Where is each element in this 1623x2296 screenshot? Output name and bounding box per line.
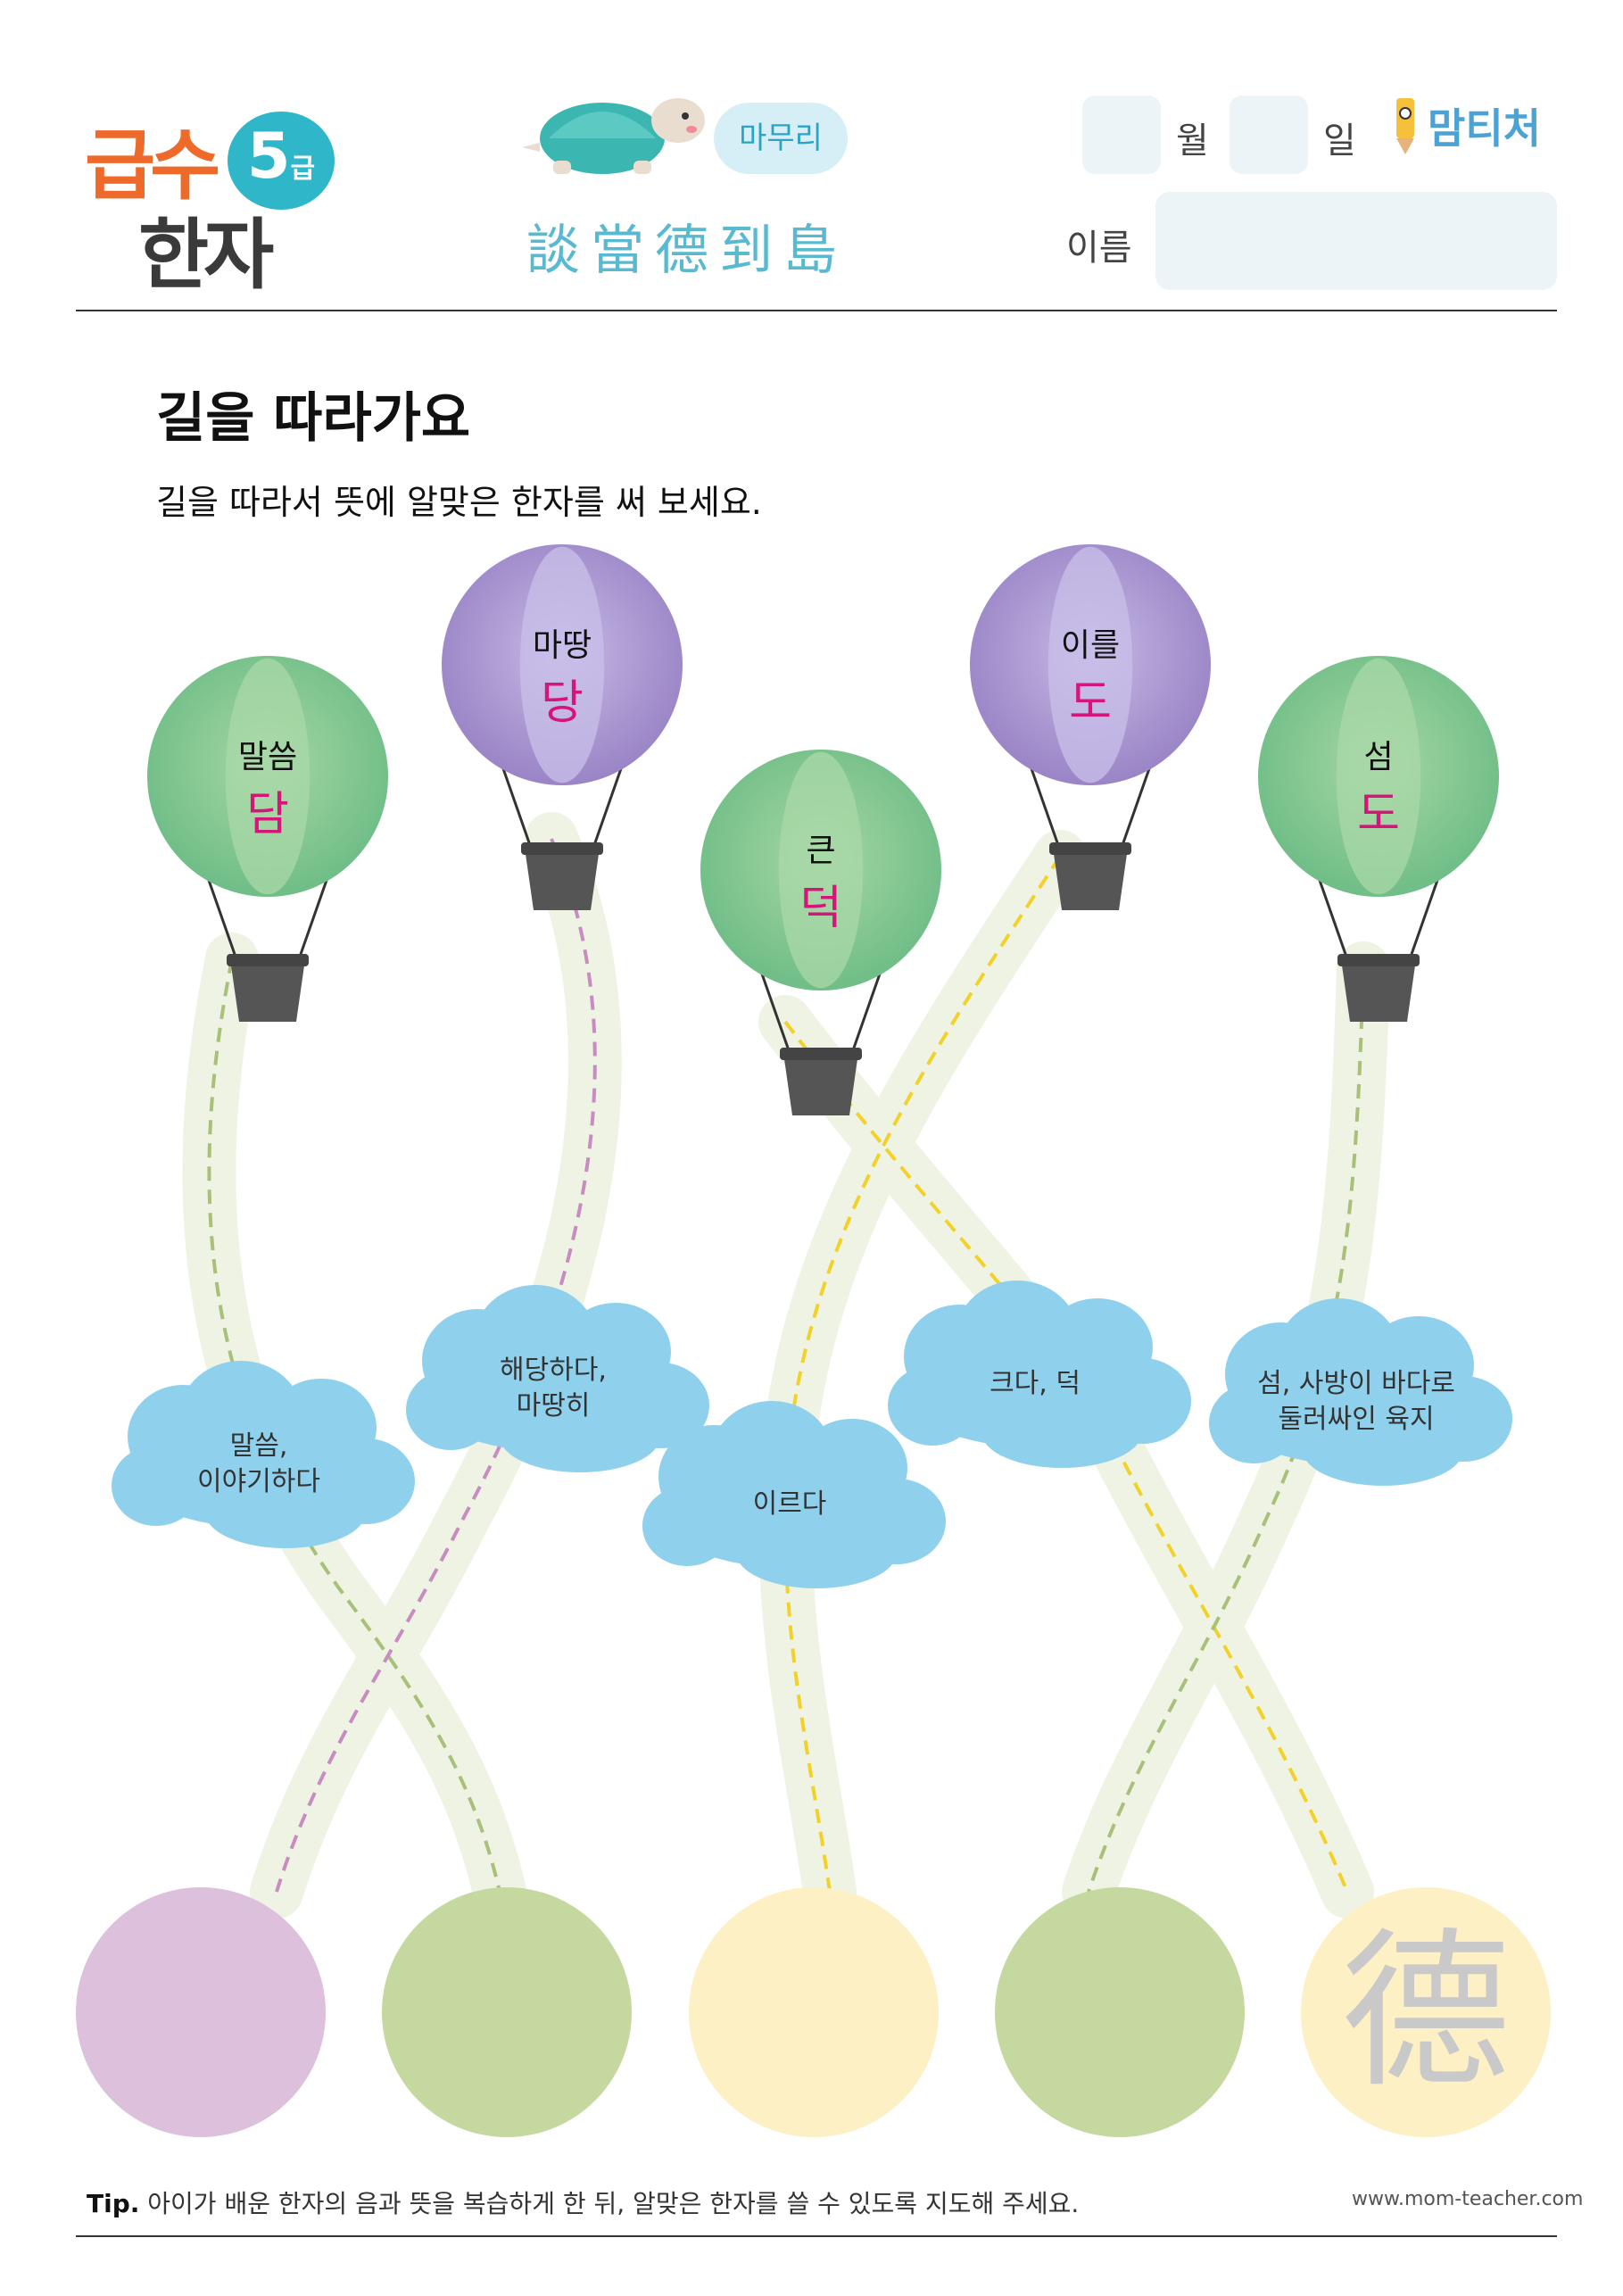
meaning-cloud-3: 이르다 bbox=[642, 1401, 946, 1588]
road-group bbox=[182, 812, 1390, 1919]
tip-label: Tip. bbox=[87, 2189, 140, 2218]
name-input[interactable] bbox=[1155, 192, 1557, 290]
balloon-sound-1: 담 bbox=[246, 788, 289, 841]
pencil-icon bbox=[1396, 98, 1414, 154]
dashed-line-2 bbox=[275, 838, 597, 1893]
balloon-sound-5: 도 bbox=[1357, 788, 1400, 841]
cloud-text-4-1: 크다, 덕 bbox=[990, 1368, 1081, 1399]
answer-hint-glyph: 德 bbox=[1341, 1913, 1511, 2110]
header-divider bbox=[76, 310, 1557, 311]
turtle-icon bbox=[522, 98, 705, 174]
balloon-1: 말씀담 bbox=[147, 656, 388, 1022]
level-number: 5 bbox=[246, 120, 291, 193]
tip-text: Tip. 아이가 배운 한자의 음과 뜻을 복습하게 한 뒤, 알맞은 한자를 … bbox=[87, 2184, 1079, 2220]
cloud-text-1-1: 말씀, bbox=[230, 1430, 288, 1462]
cloud-text-2-1: 해당하다, bbox=[500, 1355, 607, 1386]
cloud-text-2-2: 마땅히 bbox=[517, 1390, 591, 1422]
balloon-5: 섬도 bbox=[1258, 656, 1499, 1022]
balloon-sound-2: 당 bbox=[541, 676, 584, 730]
name-label: 이름 bbox=[1066, 228, 1132, 269]
meaning-cloud-2: 해당하다, 마땅히 bbox=[406, 1285, 709, 1472]
page-instructions: 길을 따라서 뜻에 알맞은 한자를 써 보세요. bbox=[156, 483, 762, 522]
month-label: 월 bbox=[1176, 120, 1209, 162]
logo: 급수 한자 5급 bbox=[85, 103, 352, 308]
level-suffix: 급 bbox=[290, 153, 316, 185]
day-label: 일 bbox=[1323, 120, 1356, 162]
cloud-text-5-1: 섬, 사방이 바다로 bbox=[1257, 1368, 1455, 1399]
basket-3 bbox=[783, 1053, 858, 1115]
balloon-2: 마땅당 bbox=[442, 544, 683, 910]
balloon-meaning-1: 말씀 bbox=[238, 739, 297, 775]
cloud-text-1-2: 이야기하다 bbox=[197, 1466, 320, 1497]
hanja-title: 談當德到島 bbox=[526, 220, 848, 282]
dashed-line-5 bbox=[1087, 967, 1365, 1893]
answer-circle-5[interactable]: 德 bbox=[1301, 1887, 1551, 2137]
site-url: www.mom-teacher.com bbox=[1352, 2188, 1584, 2210]
tip-body: 아이가 배운 한자의 음과 뜻을 복습하게 한 뒤, 알맞은 한자를 쓸 수 있… bbox=[139, 2189, 1080, 2218]
balloon-meaning-4: 이를 bbox=[1061, 627, 1120, 664]
answer-circle-4[interactable] bbox=[995, 1887, 1245, 2137]
cloud-text-5-2: 둘러싸인 육지 bbox=[1278, 1404, 1434, 1435]
balloon-meaning-2: 마땅 bbox=[533, 627, 592, 664]
balloon-meaning-3: 큰 bbox=[806, 833, 835, 869]
balloon-4: 이를도 bbox=[970, 544, 1211, 910]
balloon-sound-3: 덕 bbox=[799, 882, 842, 935]
logo-text-bottom: 한자 bbox=[138, 211, 274, 300]
balloon-meaning-5: 섬 bbox=[1363, 739, 1393, 775]
meaning-cloud-4: 크다, 덕 bbox=[888, 1281, 1191, 1468]
meaning-cloud-1: 말씀, 이야기하다 bbox=[112, 1361, 415, 1548]
basket-5 bbox=[1341, 959, 1416, 1022]
stage-label: 마무리 bbox=[714, 103, 848, 174]
basket-1 bbox=[230, 959, 305, 1022]
page-title: 길을 따라가요 bbox=[156, 387, 471, 450]
basket-2 bbox=[525, 848, 600, 910]
day-input[interactable] bbox=[1230, 95, 1308, 174]
basket-4 bbox=[1053, 848, 1128, 910]
balloon-3: 큰덕 bbox=[700, 750, 941, 1115]
answer-circle-1[interactable] bbox=[76, 1887, 326, 2137]
level-badge: 5급 bbox=[228, 112, 335, 210]
brand-logo: 맘티처 bbox=[1428, 104, 1541, 153]
footer-divider bbox=[76, 2235, 1557, 2237]
balloon-sound-4: 도 bbox=[1069, 676, 1112, 730]
dashed-line-1 bbox=[207, 958, 501, 1893]
cloud-text-3-1: 이르다 bbox=[753, 1488, 827, 1520]
month-input[interactable] bbox=[1082, 95, 1161, 174]
answer-circle-2[interactable] bbox=[382, 1887, 632, 2137]
logo-text-top: 급수 bbox=[85, 121, 220, 211]
answer-circle-3[interactable] bbox=[689, 1887, 939, 2137]
